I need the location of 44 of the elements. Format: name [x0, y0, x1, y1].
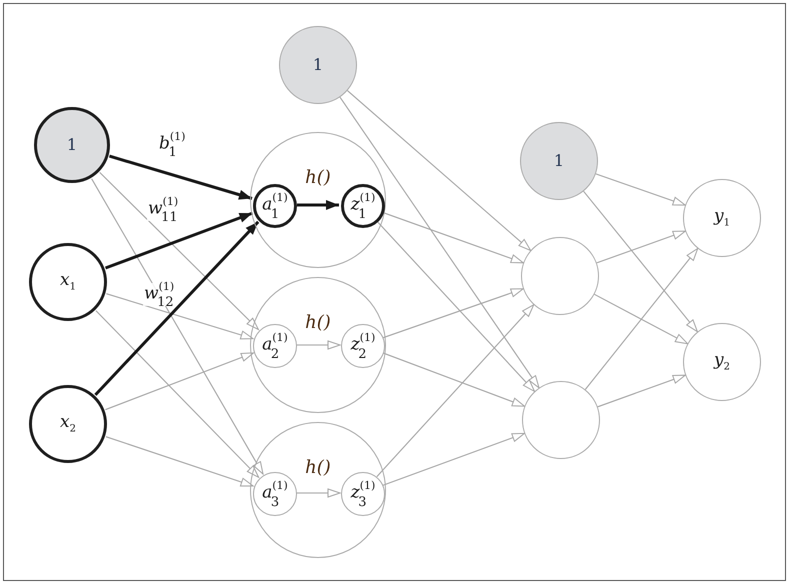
neuron-node: [253, 472, 297, 516]
layer-group-circle: [250, 422, 386, 558]
node-label: y$_{2}$: [714, 352, 730, 372]
arrow: [347, 90, 532, 251]
arrow: [297, 200, 339, 210]
arrow: [108, 154, 252, 200]
arrow: [106, 293, 254, 340]
layer-group-circle: [250, 132, 386, 268]
arrow: [99, 172, 259, 330]
arrow: [377, 222, 535, 392]
arrow: [91, 178, 264, 474]
node-label: 1: [312, 57, 324, 73]
node-label: 1: [554, 153, 564, 169]
layer-group-circle: [250, 277, 386, 413]
arrow: [296, 488, 340, 498]
arrow: [96, 310, 260, 478]
arrow: [105, 352, 254, 410]
arrow: [596, 173, 686, 206]
arrow: [598, 374, 686, 408]
arrow: [382, 288, 524, 338]
node-label: x$_{2}$: [60, 414, 76, 434]
neuron-node: [253, 184, 297, 228]
arrow: [594, 294, 688, 344]
neuron-node: [341, 184, 385, 228]
arrow: [384, 212, 524, 264]
neuron-node: [253, 324, 297, 368]
arrow: [340, 96, 540, 388]
function-label: h(): [304, 167, 332, 188]
function-label: h(): [304, 312, 332, 333]
node-label: y$_{1}$: [714, 208, 730, 228]
function-label: h(): [304, 457, 332, 478]
arrow: [376, 304, 534, 478]
arrow: [106, 436, 254, 487]
arrow: [596, 230, 686, 264]
neuron-node: [341, 472, 385, 516]
node-label: x$_{1}$: [60, 272, 76, 292]
arrow: [104, 212, 254, 270]
arrow: [296, 340, 340, 350]
arrow: [382, 432, 525, 486]
arrow: [94, 220, 260, 396]
arrow: [584, 248, 698, 390]
node-label: 1: [66, 137, 78, 153]
arrow: [583, 190, 698, 332]
neuron-node: [341, 324, 385, 368]
